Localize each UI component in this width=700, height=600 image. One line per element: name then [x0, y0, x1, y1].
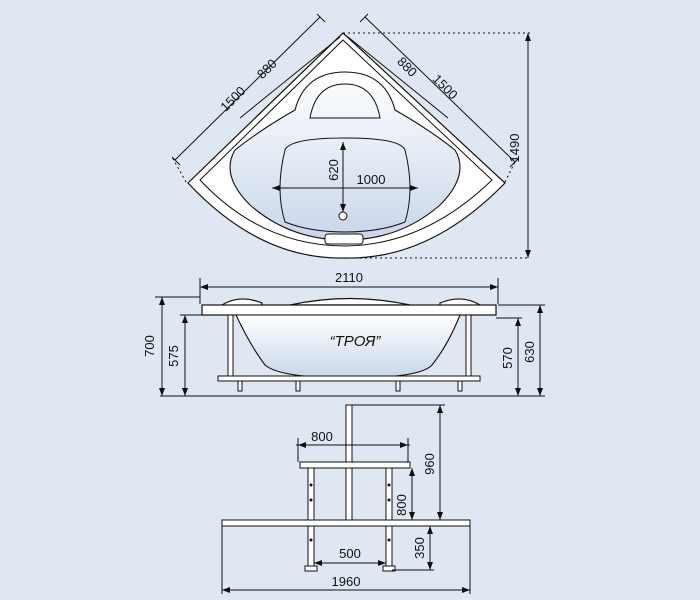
tub-seat — [309, 83, 381, 119]
dim-frame-inner-width: 500 — [339, 546, 361, 561]
tub-bowl-inner — [279, 137, 411, 233]
armrest-notch — [324, 233, 364, 245]
dim-top-bowl-depth: 620 — [326, 159, 341, 181]
frame-top-crossbar — [299, 461, 411, 469]
dim-side-height-total: 700 — [142, 335, 157, 357]
dim-frame-bottom-height: 350 — [412, 537, 427, 559]
dim-frame-total-width: 1960 — [332, 574, 361, 589]
top-view: 1500 880 880 1500 1490 1000 620 — [171, 13, 531, 259]
model-name-label: “ТРОЯ” — [330, 333, 382, 350]
side-view: 2110 “ТРОЯ” 700 575 — [142, 270, 545, 397]
dim-top-height: 1490 — [507, 134, 522, 163]
tub-rim-inner — [199, 39, 493, 247]
dim-side-width: 2110 — [335, 270, 363, 285]
dim-side-height-right-inner: 570 — [500, 347, 515, 369]
dim-top-bowl-width: 1000 — [357, 172, 386, 187]
drain-icon — [338, 211, 348, 221]
frame-bottom-bar — [221, 519, 471, 527]
dim-side-height-right-outer: 630 — [522, 341, 537, 363]
dim-side-height-rim: 575 — [166, 345, 181, 367]
dim-frame-height-total: 960 — [422, 453, 437, 475]
tub-rim-side — [201, 304, 497, 316]
frame-view: 800 960 800 350 500 1960 — [221, 404, 471, 594]
dim-frame-leg-height: 800 — [394, 494, 409, 516]
dim-frame-top-width: 800 — [311, 429, 333, 444]
